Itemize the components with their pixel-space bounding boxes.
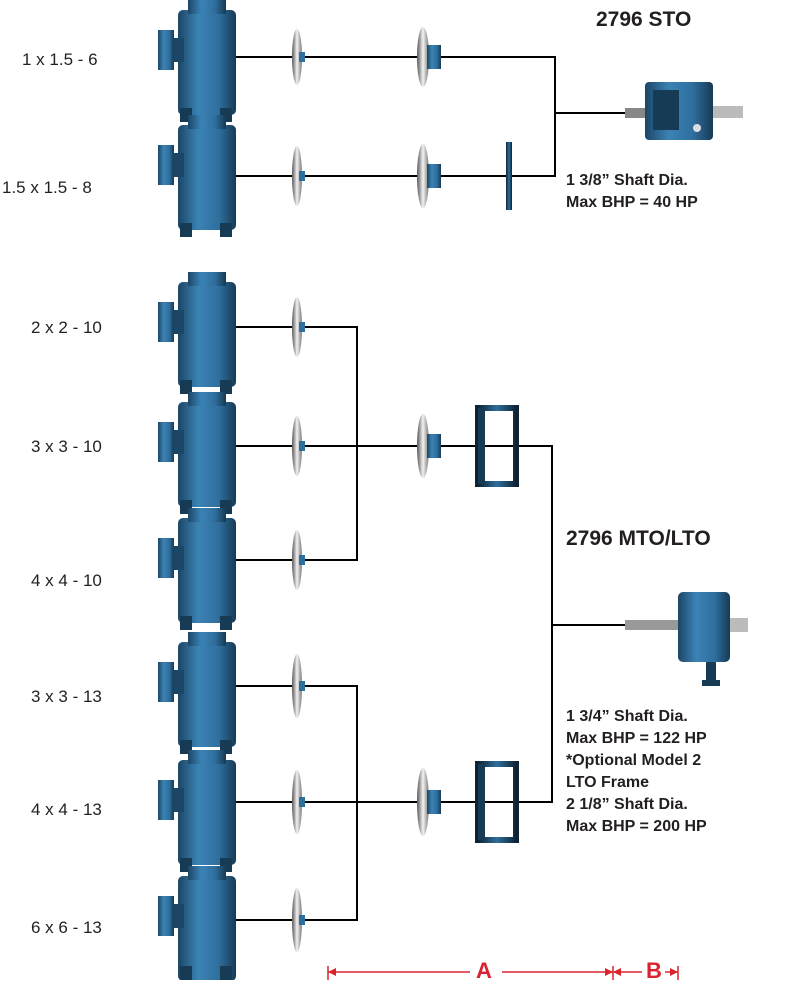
impeller [292,146,305,206]
pump-size-label: 4 x 4 - 13 [31,800,102,819]
dimension-a-label: A [476,958,492,983]
pump-size-label: 1.5 x 1.5 - 8 [2,178,92,197]
frame-adapters [475,405,519,843]
backplates [417,27,441,836]
pump-casing [158,866,236,980]
sto-spec-shaft: 1 3/8” Shaft Dia. [566,172,688,189]
mto-spec-line: 2 1/8” Shaft Dia. [566,796,688,813]
pump-size-label: 3 x 3 - 13 [31,687,102,706]
pump-size-label: 1 x 1.5 - 6 [22,50,98,69]
pump-casing [158,0,236,122]
pump-size-label: 3 x 3 - 10 [31,437,102,456]
impeller [292,530,305,590]
impellers [292,29,305,952]
mto-frame-title: 2796 MTO/LTO [566,527,711,550]
pump-casing [158,115,236,237]
frame-adapter [475,405,519,487]
backplate [417,414,441,478]
impeller [292,29,305,85]
dimension-lines [327,966,679,980]
sto-wiring [235,56,556,177]
impeller [292,770,305,834]
pump-casing [158,272,236,394]
pump-casing [158,508,236,630]
sto-spec-bhp: Max BHP = 40 HP [566,194,698,211]
dimension-b-label: B [646,958,662,983]
backplate [417,144,441,208]
mto-spec-line: *Optional Model 2 [566,752,702,769]
backplate [417,27,441,87]
pump-casings [158,0,236,980]
mto-spec-line: Max BHP = 200 HP [566,818,707,835]
mto-spec-line: LTO Frame [566,774,649,791]
pump-size-label: 4 x 4 - 10 [31,571,102,590]
sto-bearing-frame [625,82,743,140]
impeller [292,888,305,952]
adapter-ring [506,142,512,210]
mto-spec-line: 1 3/4” Shaft Dia. [566,708,688,725]
pump-casing [158,632,236,754]
mto-bearing-frame [625,592,748,686]
frame-adapter [475,761,519,843]
impeller [292,297,305,357]
thirteen-inch-main-line [235,625,553,803]
ten-inch-main-line [235,445,625,626]
mto-spec-line: Max BHP = 122 HP [566,730,707,747]
pump-casing [158,750,236,872]
pump-size-label: 6 x 6 - 13 [31,918,102,937]
pump-size-label: 2 x 2 - 10 [31,318,102,337]
pump-casing [158,392,236,514]
backplate [417,768,441,836]
sto-frame-title: 2796 STO [596,8,692,31]
impeller [292,654,305,718]
impeller [292,416,305,476]
